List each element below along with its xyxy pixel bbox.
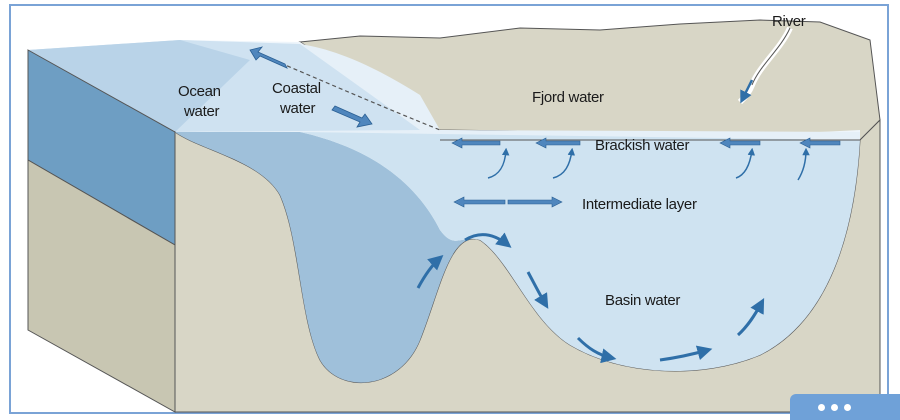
brackish-arrows (451, 137, 841, 149)
label-ocean-2: water (183, 103, 219, 120)
ellipsis-icon-dot (844, 403, 851, 411)
label-brackish: Brackish water (595, 137, 689, 154)
river-arrow (740, 79, 754, 104)
label-intermediate: Intermediate layer (582, 196, 697, 213)
river-edge (751, 27, 791, 86)
label-coastal-2: water (279, 100, 315, 117)
coastal-arrow-top (249, 46, 288, 69)
label-ocean-1: Ocean (178, 83, 221, 100)
label-basin: Basin water (605, 292, 680, 309)
ellipsis-icon (818, 403, 825, 411)
upwelling-arrows (487, 147, 810, 181)
coast-dashed-line (254, 51, 441, 131)
label-coastal-1: Coastal (272, 80, 321, 97)
label-river: River (772, 13, 806, 30)
fjord-water-front (300, 132, 860, 372)
intermediate-arrows (453, 196, 563, 208)
ocean-water-front (175, 132, 480, 383)
more-options-button[interactable] (790, 394, 900, 420)
label-fjord: Fjord water (532, 89, 604, 106)
coastal-arrow-bottom (331, 105, 373, 128)
basin-arrows (416, 232, 765, 364)
ellipsis-icon-dot (831, 403, 838, 411)
ocean-top-left (28, 40, 250, 132)
